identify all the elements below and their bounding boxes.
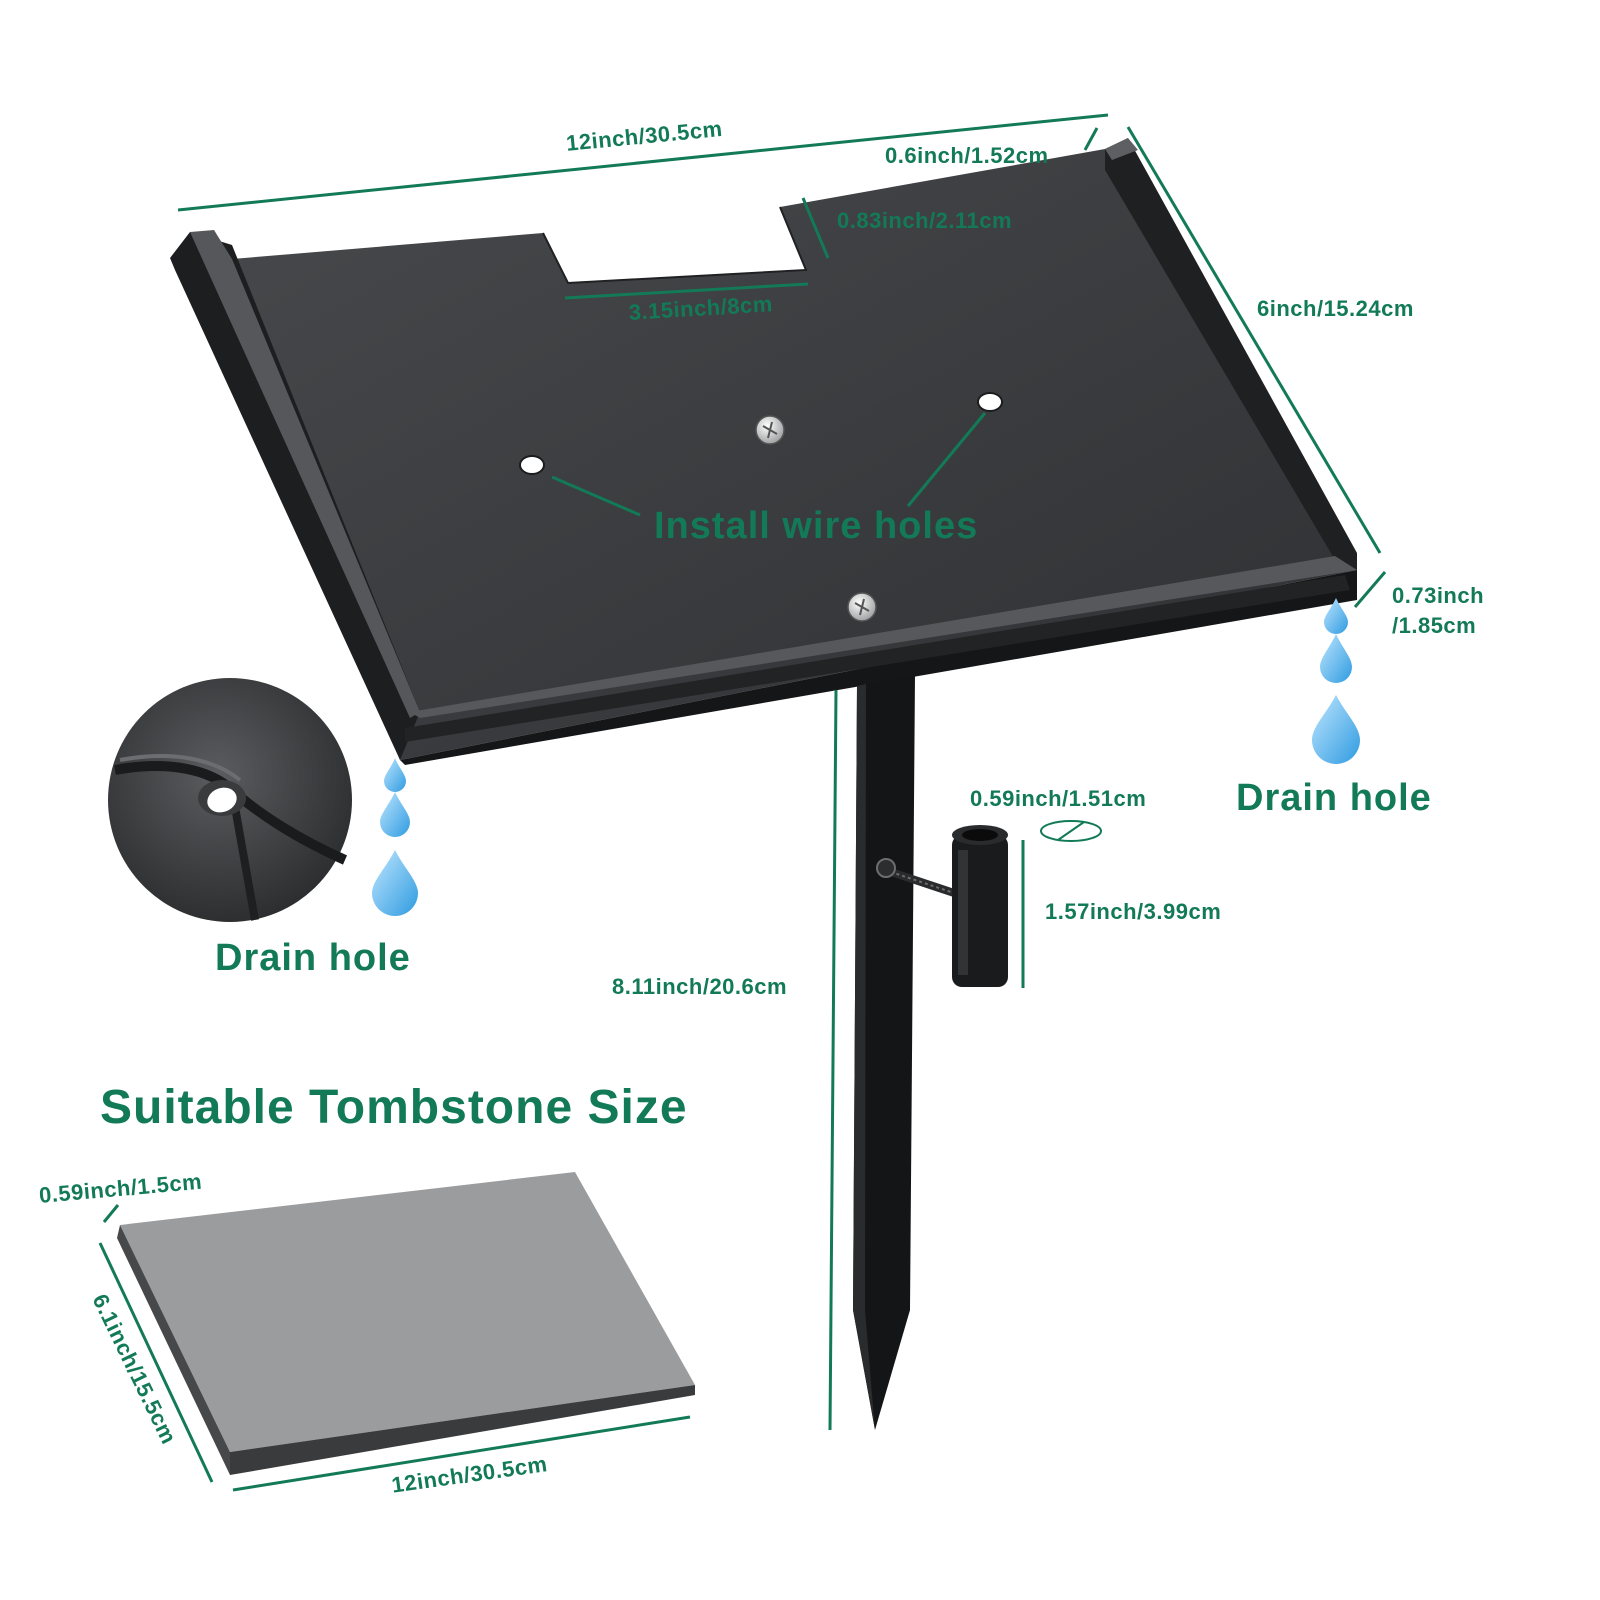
front-lip-label: 0.73inch /1.85cm bbox=[1392, 581, 1484, 641]
install-wire-holes-label: Install wire holes bbox=[654, 505, 979, 547]
dimension-lines bbox=[98, 113, 1387, 1492]
screw-icon bbox=[847, 592, 877, 622]
drain-hole-right-label: Drain hole bbox=[1236, 777, 1432, 819]
ground-stake bbox=[853, 675, 915, 1430]
tube-holder bbox=[876, 825, 1008, 987]
stake-length-label: 8.11inch/20.6cm bbox=[612, 974, 788, 999]
front-lip-label-line2: /1.85cm bbox=[1392, 613, 1477, 638]
wire-hole-left bbox=[519, 455, 545, 475]
screw-icon bbox=[755, 415, 785, 445]
notch-depth-label: 0.83inch/2.11cm bbox=[837, 208, 1013, 233]
wire-hole-right bbox=[977, 392, 1003, 412]
tray bbox=[170, 138, 1357, 765]
diameter-icon bbox=[1040, 820, 1102, 842]
tray-depth-label: 6inch/15.24cm bbox=[1257, 296, 1414, 321]
tombstone-title: Suitable Tombstone Size bbox=[100, 1081, 688, 1134]
drain-hole-left-label: Drain hole bbox=[215, 937, 411, 979]
rim-height-label: 0.6inch/1.52cm bbox=[885, 143, 1049, 168]
water-drop-icon bbox=[1312, 598, 1360, 764]
front-lip-label-line1: 0.73inch bbox=[1392, 583, 1485, 608]
tube-height-label: 1.57inch/3.99cm bbox=[1045, 899, 1222, 924]
tube-diameter-label: 0.59inch/1.51cm bbox=[970, 786, 1147, 811]
drain-hole-zoom bbox=[108, 678, 352, 922]
tray-left-rim bbox=[170, 232, 420, 760]
tombstone bbox=[117, 1172, 695, 1475]
tray-right-rim bbox=[1105, 138, 1357, 570]
water-drop-icon bbox=[372, 758, 418, 916]
